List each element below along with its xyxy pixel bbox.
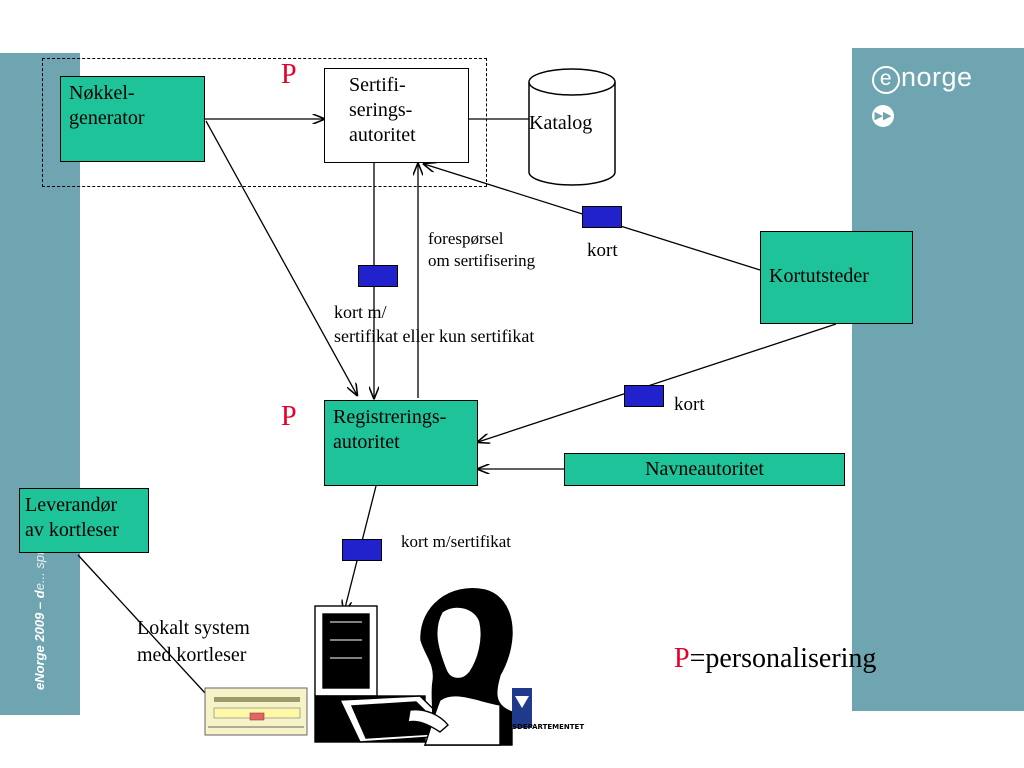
p-marker-registration: P <box>281 401 297 432</box>
card-reader-illustration <box>204 687 308 736</box>
certification-authority-node: Sertifi- serings- autoritet <box>324 68 469 163</box>
name-authority-node: Navneautoritet <box>564 453 845 486</box>
card-reader-led <box>249 712 265 721</box>
catalog-cylinder-top <box>528 68 616 96</box>
key-generator-node: Nøkkel- generator <box>60 76 205 162</box>
ministry-logo-text: SDEPARTEMENTET <box>512 723 584 731</box>
logo-e-circle: e <box>872 66 900 94</box>
edge-keygen-to-registration <box>205 120 357 395</box>
card-label-middle: kort <box>674 394 705 415</box>
card-with-cert-label: kort m/sertifikat <box>401 532 512 551</box>
card-reader-vendor-node: Leverandør av kortleser <box>19 488 149 553</box>
legend-p-marker: P <box>674 643 690 674</box>
card-icon-cert-channel <box>358 265 398 287</box>
right-sidebar-band <box>852 48 1024 711</box>
ministry-crest-mark <box>515 696 529 708</box>
woman-illustration <box>407 588 513 746</box>
edge-vendor-to-local <box>77 554 217 706</box>
fast-forward-icon[interactable]: ▶▶ <box>872 105 894 127</box>
local-system-label: Lokalt system med kortleser <box>137 617 250 666</box>
catalog-cylinder-body <box>528 82 616 186</box>
key-and-cert-group-boundary <box>42 58 487 187</box>
woman-face <box>436 606 482 680</box>
card-issuer-node: Kortutsteder <box>760 231 913 324</box>
left-sidebar-band <box>0 53 80 715</box>
card-icon-middle <box>624 385 664 407</box>
card-reader-slot <box>214 697 300 702</box>
card-icon-top <box>582 206 622 228</box>
ministry-logo: SDEPARTEMENTET <box>512 688 584 731</box>
card-icon-bottom <box>342 539 382 561</box>
registration-authority-node: Registrerings- autoritet <box>324 400 478 486</box>
legend-definition: =personalisering <box>689 643 877 674</box>
woman-hand <box>407 708 449 733</box>
edge-issuer-to-registration <box>478 323 837 442</box>
computer-screen-face <box>322 613 370 689</box>
personalisation-legend: P=personalisering <box>674 643 876 675</box>
card-label-top: kort <box>587 240 618 261</box>
catalog-cylinder <box>528 68 616 186</box>
catalog-label: Katalog <box>529 112 593 134</box>
cert-request-label: forespørsel om sertifisering <box>428 229 536 270</box>
p-marker-top: P <box>281 59 297 90</box>
card-with-cert-or-cert-label: kort m/ sertifikat eller kun sertifikat <box>334 302 535 346</box>
logo-text: norge <box>901 62 973 92</box>
